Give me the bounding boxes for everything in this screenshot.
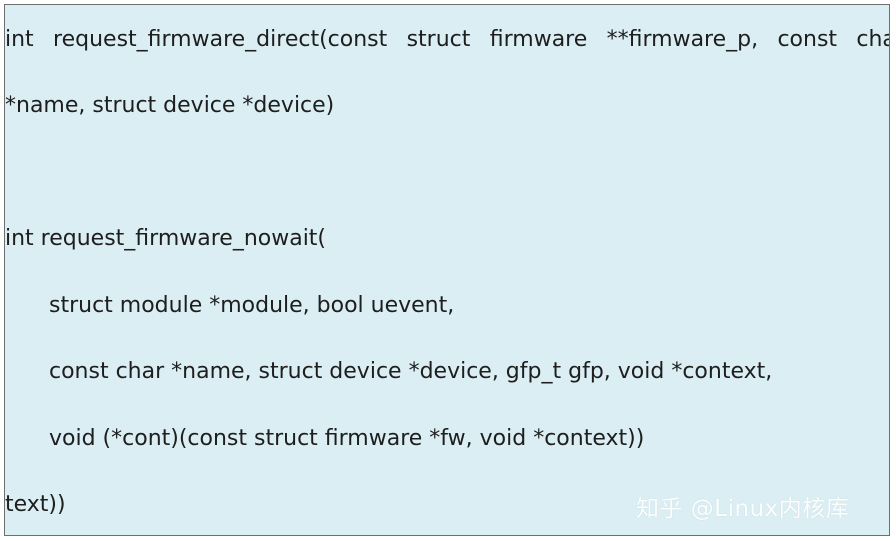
code-token: request_firmware_direct(const <box>53 27 388 52</box>
code-token: const <box>777 27 838 52</box>
code-token: **firmware_p, <box>606 27 759 52</box>
code-token: int <box>5 27 34 52</box>
code-block: int request_firmware_direct(const struct… <box>4 4 890 536</box>
code-token: struct <box>406 27 471 52</box>
code-line-2: *name, struct device *device) <box>5 93 335 118</box>
code-line-1: int request_firmware_direct(const struct… <box>5 25 889 55</box>
code-line-5: const char *name, struct device *device,… <box>49 359 773 384</box>
code-token: char <box>856 27 889 52</box>
code-line-7: text)) <box>5 492 66 517</box>
code-line-3: int request_firmware_nowait( <box>5 226 327 251</box>
code-token: firmware <box>489 27 588 52</box>
code-line-6: void (*cont)(const struct firmware *fw, … <box>49 426 645 451</box>
watermark: 知乎 @Linux内核库 <box>636 496 850 522</box>
code-line-4: struct module *module, bool uevent, <box>49 293 455 318</box>
